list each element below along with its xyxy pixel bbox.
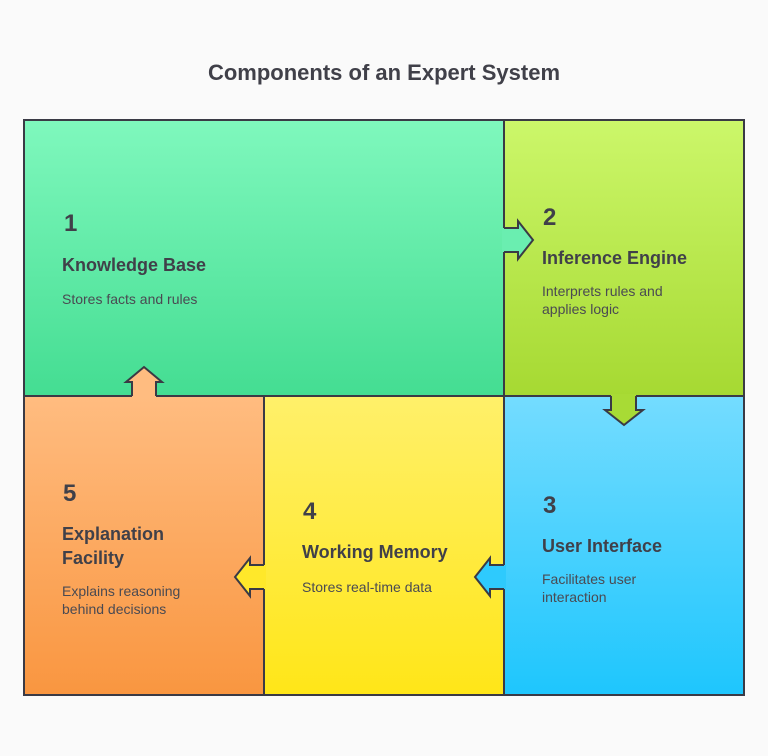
component-number: 2 [543,204,556,231]
component-desc: Stores real-time data [302,579,432,595]
box-working-memory [263,395,505,696]
arrow-1-to-2-icon [502,218,535,262]
arrow-3-to-4-icon [473,555,506,599]
component-title: Inference Engine [542,248,687,268]
component-number: 5 [63,480,76,507]
diagram-title: Components of an Expert System [208,60,560,85]
component-title: Knowledge Base [62,255,206,275]
component-desc: Interprets rules and [542,283,663,299]
component-desc: behind decisions [62,601,166,617]
component-desc: interaction [542,589,607,605]
component-number: 4 [303,498,317,525]
component-title: Facility [62,548,124,568]
arrow-5-to-1-icon [123,365,165,398]
arrow-4-to-5-icon [233,555,266,599]
component-number: 3 [543,492,556,519]
component-desc: applies logic [542,301,619,317]
component-title: Working Memory [302,542,448,562]
box-knowledge-base [23,119,505,397]
component-title: Explanation [62,524,164,544]
box-inference-engine [503,119,745,397]
box-explanation-facility [23,395,265,696]
component-desc: Facilitates user [542,571,636,587]
component-desc: Stores facts and rules [62,291,197,307]
arrow-2-to-3-icon [602,394,646,427]
component-desc: Explains reasoning [62,583,180,599]
component-number: 1 [64,210,77,237]
component-title: User Interface [542,536,662,556]
